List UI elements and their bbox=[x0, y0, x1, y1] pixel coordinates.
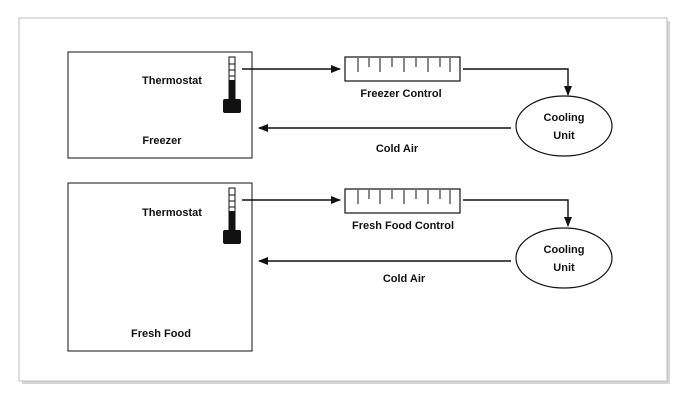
fresh-food-control-dial bbox=[344, 188, 461, 214]
fresh-food-cold-air-label: Cold Air bbox=[383, 273, 426, 285]
freezer-cooling-unit-label-line1: Cooling bbox=[544, 112, 585, 124]
fresh-food-cooling-unit-label-line1: Cooling bbox=[544, 244, 585, 256]
freezer-control-to-cooling-arrow bbox=[463, 68, 572, 96]
freezer-control-label: Freezer Control bbox=[360, 88, 441, 100]
fresh-food-section: Thermostat Fresh Food Fresh Food Cont bbox=[67, 182, 613, 352]
thermometer-icon bbox=[223, 187, 241, 244]
fresh-food-compartment-label: Fresh Food bbox=[131, 328, 191, 340]
freezer-thermostat-label: Thermostat bbox=[142, 75, 202, 87]
fresh-food-control-label: Fresh Food Control bbox=[352, 220, 454, 232]
fresh-food-cooling-unit-label-line2: Unit bbox=[553, 262, 575, 274]
freezer-cooling-unit bbox=[515, 95, 613, 157]
freezer-cold-air-label: Cold Air bbox=[376, 143, 419, 155]
fresh-food-cooling-unit bbox=[515, 227, 613, 289]
freezer-control-dial bbox=[344, 56, 461, 82]
freezer-cooling-unit-label-line2: Unit bbox=[553, 130, 575, 142]
freezer-compartment-box bbox=[67, 51, 253, 159]
fresh-food-control-to-cooling-arrow bbox=[463, 199, 572, 227]
freezer-section: Thermostat Freezer Freezer Control bbox=[67, 51, 613, 159]
fresh-food-compartment-box bbox=[67, 182, 253, 352]
fresh-food-thermostat-label: Thermostat bbox=[142, 207, 202, 219]
thermometer-icon bbox=[223, 56, 241, 113]
freezer-compartment-label: Freezer bbox=[142, 135, 182, 147]
